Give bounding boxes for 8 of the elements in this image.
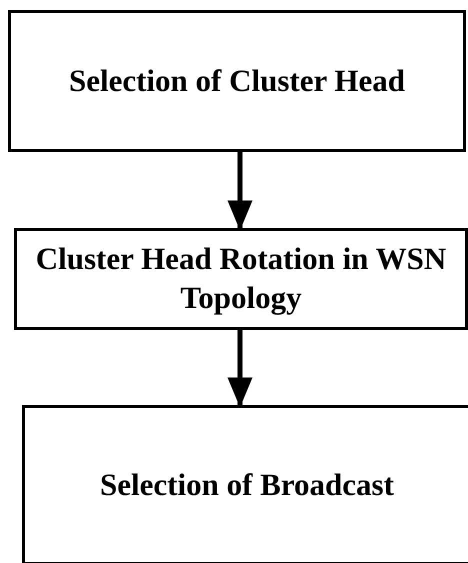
box-label: Cluster Head Rotation in WSN Topology	[34, 240, 448, 317]
process-box	[14, 228, 468, 330]
process-box	[22, 405, 468, 563]
process-box	[8, 10, 466, 152]
box-label: Selection of Cluster Head	[68, 62, 406, 100]
box-label: Selection of Broadcast	[99, 466, 395, 504]
arrow	[228, 152, 252, 230]
arrow	[228, 330, 252, 408]
